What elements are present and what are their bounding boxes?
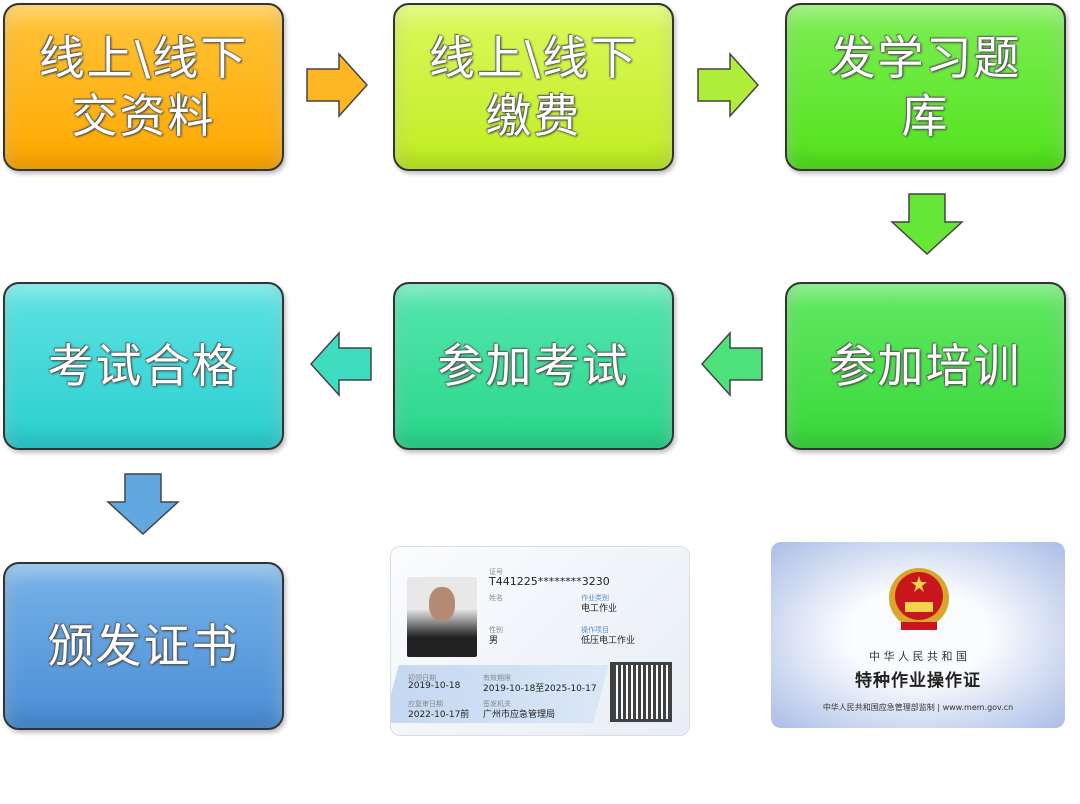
first-date-label: 初领日期	[408, 674, 436, 682]
arrow-right-icon	[306, 52, 369, 118]
valid-value: 2019-10-18至2025-10-17	[483, 684, 597, 694]
gender-value: 男	[489, 636, 499, 646]
first-date-value: 2019-10-18	[408, 681, 461, 691]
step-1-submit-materials: 线上\线下 交资料	[3, 3, 284, 171]
step-label: 参加培训	[829, 339, 1022, 393]
step-7-issue-certificate: 颁发证书	[3, 562, 284, 730]
arrow-left-icon	[700, 331, 763, 397]
arrow-down-icon	[106, 473, 180, 536]
valid-label: 有效期限	[483, 674, 511, 682]
footer-text: 中华人民共和国应急管理部监制 | www.mem.gov.cn	[822, 703, 1014, 712]
step-label: 颁发证书	[47, 619, 240, 673]
category-value: 电工作业	[581, 604, 618, 614]
step-6-pass-exam: 考试合格	[3, 282, 284, 450]
arrow-right-icon	[697, 52, 760, 118]
issuer-label: 签发机关	[483, 700, 511, 708]
step-label: 考试合格	[47, 339, 240, 393]
certificate-title: 特种作业操作证	[855, 671, 981, 691]
step-label: 线上\线下 交资料	[38, 31, 249, 143]
step-label: 发学习题 库	[829, 31, 1022, 143]
step-3-question-bank: 发学习题 库	[785, 3, 1066, 171]
country-text: 中 华 人 民 共 和 国	[869, 650, 967, 663]
arrow-down-icon	[890, 193, 964, 256]
item-label: 操作项目	[581, 626, 609, 634]
qr-code-icon	[610, 662, 672, 722]
issuer-value: 广州市应急管理局	[483, 710, 556, 720]
id-value: T441225********3230	[489, 575, 610, 588]
review-value: 2022-10-17前	[408, 710, 470, 720]
review-label: 应复审日期	[408, 700, 443, 708]
category-label: 作业类别	[581, 594, 609, 602]
id-label: 证号	[489, 568, 503, 576]
national-emblem-icon	[889, 568, 949, 630]
step-label: 线上\线下 缴费	[428, 31, 639, 143]
arrow-left-icon	[309, 331, 372, 397]
name-label: 姓名	[489, 594, 503, 602]
step-4-training: 参加培训	[785, 282, 1066, 450]
step-5-exam: 参加考试	[393, 282, 674, 450]
certificate-cover-card: 中 华 人 民 共 和 国 特种作业操作证 中华人民共和国应急管理部监制 | w…	[771, 542, 1065, 728]
step-2-pay-fees: 线上\线下 缴费	[393, 3, 674, 171]
gender-label: 性别	[489, 626, 503, 634]
photo	[407, 577, 477, 657]
item-value: 低压电工作业	[581, 636, 636, 646]
operation-certificate-id-card: 证号 T441225********3230 姓名 作业类别 电工作业 性别 男…	[390, 546, 690, 736]
step-label: 参加考试	[437, 339, 630, 393]
